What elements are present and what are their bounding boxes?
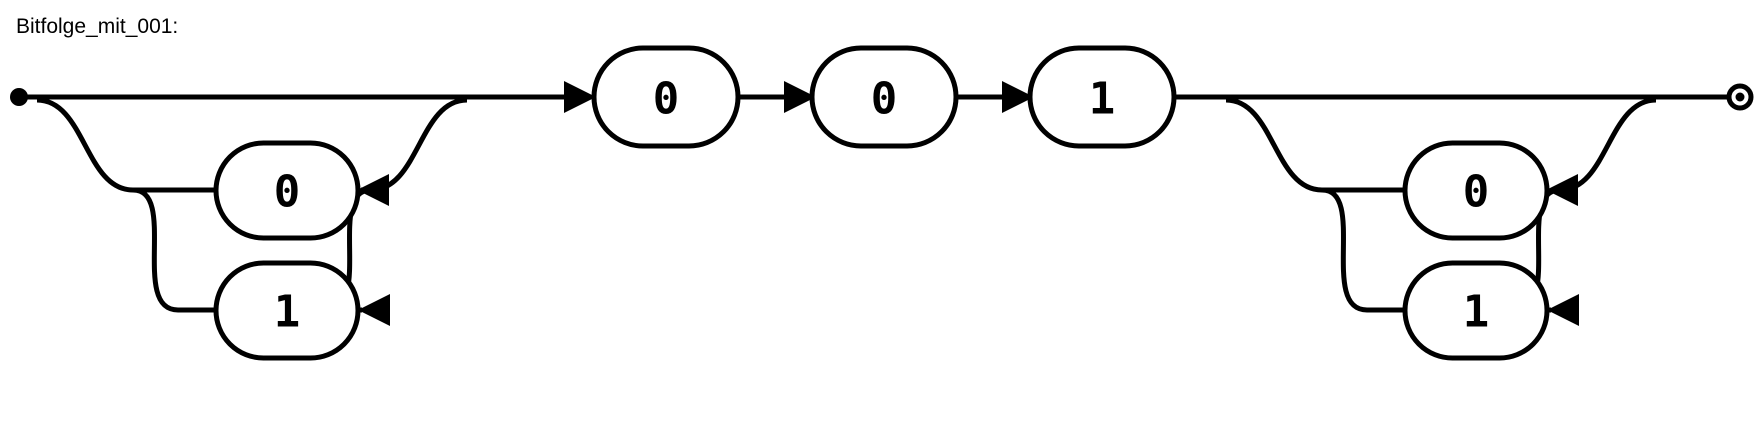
node-left-loop-one-label: 1: [274, 287, 301, 338]
node-middle-third[interactable]: 1: [1027, 45, 1177, 149]
left-loop-exit-curve: [361, 97, 468, 193]
node-middle-first-shape: [591, 45, 741, 149]
start-marker: [10, 88, 28, 106]
left-loop-one-arrowhead: [358, 294, 390, 326]
node-left-loop-one[interactable]: 1: [213, 260, 361, 361]
right-loop-exit-curve: [1551, 97, 1657, 193]
arrow-into-node3: [1002, 81, 1034, 113]
end-marker: [1726, 83, 1754, 111]
left-bit-loop-group: 0 1: [36, 97, 468, 361]
left-loop-zero-arrowhead: [357, 174, 389, 206]
node-right-loop-zero-shape: [1402, 140, 1550, 241]
node-left-loop-zero[interactable]: 0: [213, 140, 361, 241]
node-left-loop-zero-label: 0: [274, 167, 301, 218]
right-loop-one-arrowhead: [1547, 294, 1579, 326]
left-loop-branch-down-left: [132, 187, 216, 313]
node-right-loop-zero[interactable]: 0: [1402, 140, 1550, 241]
node-left-loop-zero-shape: [213, 140, 361, 241]
node-middle-third-label: 1: [1089, 74, 1116, 125]
node-left-loop-one-shape: [213, 260, 361, 361]
node-right-loop-one[interactable]: 1: [1402, 260, 1550, 361]
arrow-into-node2: [784, 81, 816, 113]
node-middle-second-shape: [809, 45, 959, 149]
node-right-loop-one-label: 1: [1463, 287, 1490, 338]
node-middle-first[interactable]: 0: [591, 45, 741, 149]
right-bit-loop-group: 0 1: [1225, 97, 1657, 361]
arrow-into-node1: [564, 81, 596, 113]
node-middle-second-label: 0: [871, 74, 898, 125]
right-loop-entry-curve: [1225, 97, 1405, 193]
node-right-loop-zero-label: 0: [1463, 167, 1490, 218]
middle-sequence-group: 0 0 1: [564, 45, 1177, 149]
right-loop-zero-arrowhead: [1546, 174, 1578, 206]
start-dot-icon: [10, 88, 28, 106]
node-middle-third-shape: [1027, 45, 1177, 149]
node-middle-first-label: 0: [653, 74, 680, 125]
node-right-loop-one-shape: [1402, 260, 1550, 361]
right-loop-branch-down-left: [1321, 187, 1405, 313]
left-loop-entry-curve: [36, 97, 216, 193]
diagram-title: Bitfolge_mit_001:: [16, 15, 179, 38]
end-dot-icon: [1735, 92, 1745, 102]
node-middle-second[interactable]: 0: [809, 45, 959, 149]
